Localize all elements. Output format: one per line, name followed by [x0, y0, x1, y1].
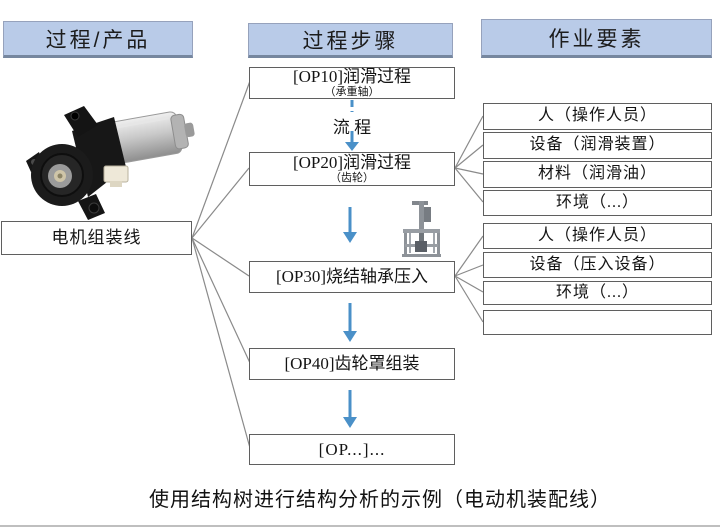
element-label: 环境（...） [555, 193, 639, 211]
step-box-op10: [OP10]润滑过程 （承重轴） [249, 67, 455, 99]
element-box-environment-1: 环境（...） [483, 190, 712, 216]
element-label: 设备（压入设备） [529, 255, 666, 273]
element-box-environment-2: 环境（...） [483, 281, 712, 305]
fan-lines-op20-to-elements [454, 115, 484, 203]
header-process-product: 过程/产品 [3, 21, 193, 58]
step-box-op30: [OP30]烧结轴承压入 [249, 261, 455, 293]
fan-lines-op30-to-elements [454, 235, 484, 323]
header-work-elements: 作业要素 [481, 19, 712, 58]
step-op10-title: [OP10]润滑过程 [292, 66, 412, 86]
step-op30-title: [OP30]烧结轴承压入 [275, 267, 429, 287]
header-process-steps-label: 过程步骤 [302, 29, 399, 53]
step-op10-subtitle: （承重轴） [324, 85, 380, 98]
element-box-equipment-1: 设备（润滑装置） [483, 132, 712, 159]
element-label: 设备（润滑装置） [529, 136, 666, 154]
motor-photo [26, 106, 195, 220]
press-machine-photo [402, 201, 441, 257]
product-box-motor-assembly-line: 电机组装线 [1, 221, 192, 255]
flow-label: 流 程 [332, 118, 372, 137]
header-work-elements-label: 作业要素 [548, 27, 645, 51]
step-op40-title: [OP40]齿轮罩组装 [284, 354, 420, 374]
step-box-op40: [OP40]齿轮罩组装 [249, 348, 455, 380]
product-label: 电机组装线 [51, 228, 142, 248]
step-op20-title: [OP20]润滑过程 [292, 152, 412, 172]
element-label: 人（操作人员） [537, 226, 657, 244]
header-process-steps: 过程步骤 [248, 23, 453, 58]
diagram-caption: 使用结构树进行结构分析的示例（电动机装配线） [149, 489, 611, 511]
step-op20-subtitle: （齿轮） [330, 171, 374, 184]
element-box-equipment-2: 设备（压入设备） [483, 252, 712, 278]
element-label: 环境（...） [555, 283, 639, 301]
element-label: 人（操作人员） [537, 107, 657, 125]
step-op-more-title: [OP...]... [318, 439, 386, 459]
bottom-edge-line [0, 525, 720, 527]
element-box-material-1: 材料（润滑油） [483, 161, 712, 188]
element-label: 材料（润滑油） [537, 165, 657, 183]
step-box-op20: [OP20]润滑过程 （齿轮） [249, 152, 455, 186]
element-box-empty [483, 310, 712, 335]
motor-connector [103, 165, 129, 183]
header-process-product-label: 过程/产品 [45, 28, 151, 52]
element-box-man-1: 人（操作人员） [483, 103, 712, 130]
step-box-op-more: [OP...]... [249, 434, 455, 465]
element-box-man-2: 人（操作人员） [483, 223, 712, 249]
